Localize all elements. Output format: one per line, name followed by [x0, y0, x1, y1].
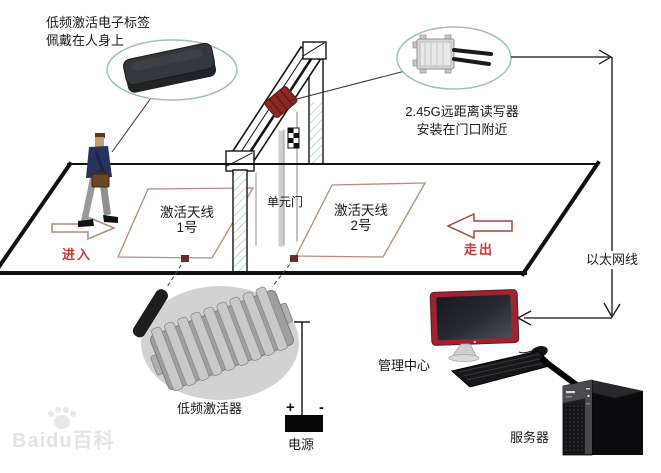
- floor: [0, 164, 597, 273]
- power-box: [285, 415, 323, 432]
- exit-label: 走出: [464, 242, 495, 257]
- arrow-right-icon: [598, 49, 613, 65]
- tag-callout-line2: 佩戴在人身上: [46, 33, 125, 48]
- exit-arrow: [446, 212, 513, 240]
- plus-sign: +: [286, 399, 295, 416]
- monitor: [429, 289, 520, 346]
- reader-device: [412, 34, 493, 74]
- power-terminals: + -: [286, 399, 324, 416]
- reader-callout-label: 2.45G远距离读写器 安装在门口附近: [392, 103, 532, 139]
- reader-callout: [288, 26, 512, 102]
- activator-antenna-stick: [132, 289, 168, 338]
- activator-photo: [132, 286, 299, 400]
- server-tower: [562, 379, 643, 456]
- person-leg: [81, 178, 97, 221]
- enter-label: 进入: [62, 247, 93, 262]
- activator-label: 低频激活器: [177, 401, 243, 416]
- briefcase: [91, 173, 110, 188]
- minus-sign: -: [319, 399, 324, 416]
- person-head: [95, 137, 104, 147]
- zone1-label: 激活天线 1号: [150, 205, 224, 235]
- tag-callout-line1: 低频激活电子标签: [46, 15, 151, 30]
- antenna-zone-1: [117, 187, 255, 262]
- zone1-feed-point: [181, 255, 189, 262]
- zone2-feed-point: [290, 255, 298, 262]
- zone2-line1: 激活天线: [334, 203, 388, 218]
- zone2-line2: 2号: [350, 218, 372, 233]
- management-label: 管理中心: [378, 358, 431, 373]
- monitor-base: [448, 354, 480, 362]
- ethernet-label: 以太网线: [584, 251, 641, 269]
- activator-device: [150, 286, 294, 392]
- tag-leader-line: [111, 97, 152, 153]
- monitor-screen: [436, 294, 512, 341]
- power-label: 电源: [288, 437, 315, 452]
- beam-top-cap: [302, 41, 327, 60]
- management-center: [429, 289, 589, 395]
- feed-leader-lines: [166, 258, 295, 288]
- reader-callout-line2: 安装在门口附近: [416, 122, 508, 137]
- reader-antenna: [452, 48, 493, 56]
- checker-marker: [287, 127, 300, 149]
- zone2-label: 激活天线 2号: [324, 203, 398, 233]
- person-shoe: [78, 219, 94, 227]
- reader-antenna: [452, 57, 491, 66]
- reader-leader-line: [288, 70, 406, 102]
- arrow-down-icon: [603, 302, 621, 319]
- reader-callout-line1: 2.45G远距离读写器: [405, 104, 519, 119]
- mounted-reader-device: [264, 86, 298, 118]
- zone1-line2: 1号: [176, 220, 198, 235]
- person: [78, 133, 118, 227]
- tag-callout: [106, 39, 238, 153]
- rfid-tag: [123, 42, 217, 93]
- ethernet-line: [511, 49, 621, 326]
- floor-edges: [0, 160, 601, 277]
- watermark: Baidu百科: [12, 430, 115, 452]
- tag-callout-label: 低频激活电子标签 佩戴在人身上: [46, 14, 150, 50]
- server-label: 服务器: [510, 430, 550, 445]
- person-shoe: [103, 215, 118, 223]
- zone1-line1: 激活天线: [160, 205, 214, 220]
- door-label: 单元门: [267, 195, 304, 209]
- power-supply: [285, 321, 323, 432]
- antenna-zone-2: [290, 182, 427, 262]
- person-hair: [95, 133, 105, 138]
- paw-icon: [48, 407, 76, 429]
- server-mesh: [564, 404, 584, 453]
